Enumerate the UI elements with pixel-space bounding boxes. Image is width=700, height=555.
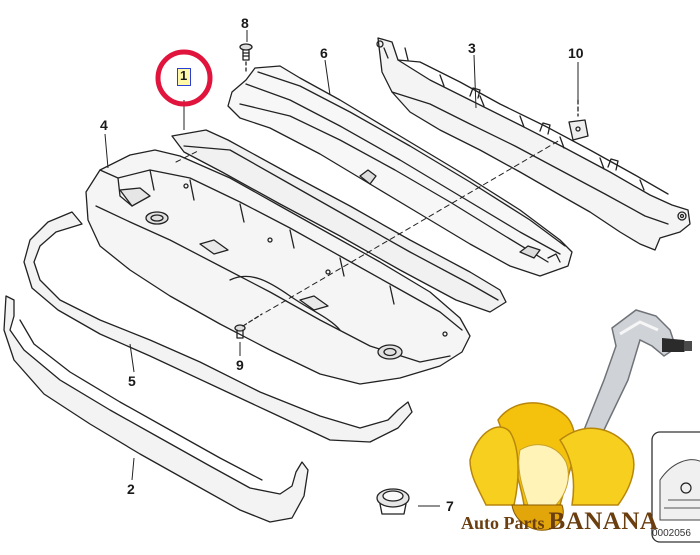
assembly-lines xyxy=(175,139,561,313)
callout-1-highlight xyxy=(177,68,191,86)
callout-2: 2 xyxy=(127,481,135,497)
callout-1: 1 xyxy=(180,68,188,83)
part-4-plenum-tray xyxy=(85,149,471,385)
banana-logo xyxy=(469,402,635,531)
callout-9: 9 xyxy=(236,357,244,373)
inset-thumbnail xyxy=(651,431,700,543)
part-10-clip xyxy=(568,99,589,141)
highlight-circle xyxy=(155,49,213,107)
brand-name: BANANA xyxy=(548,508,659,535)
part-6-cowl-panel xyxy=(227,65,573,277)
part-2-seal-strip xyxy=(3,295,309,523)
part-1-seal-strip xyxy=(171,129,507,313)
callout-6: 6 xyxy=(320,45,328,61)
brand-prefix: Auto Parts xyxy=(461,513,545,533)
callout-4: 4 xyxy=(100,117,108,133)
part-8-screw xyxy=(239,43,253,73)
callout-5: 5 xyxy=(128,373,136,389)
inset-code: 0002056 xyxy=(652,528,691,539)
part-7-grommet xyxy=(376,488,410,515)
part-9-screw xyxy=(234,313,263,339)
callout-3: 3 xyxy=(468,40,476,56)
part-3-bracket xyxy=(376,37,691,251)
callout-8: 8 xyxy=(241,15,249,31)
callout-10: 10 xyxy=(568,45,584,61)
callout-7: 7 xyxy=(446,498,454,514)
brand-watermark: Auto Parts BANANA xyxy=(461,508,658,536)
part-5-seal-loop xyxy=(23,211,413,443)
